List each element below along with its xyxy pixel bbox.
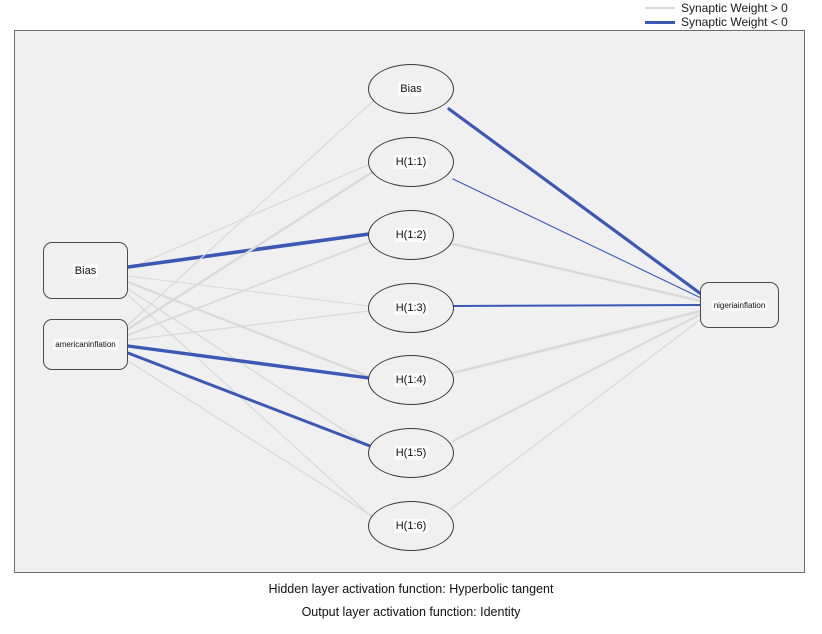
- synaptic-edges-layer: [126, 100, 703, 519]
- hidden-node-h6: H(1:6): [368, 501, 454, 551]
- synaptic-edge: [127, 100, 374, 326]
- synaptic-edge: [127, 294, 374, 519]
- synaptic-edge: [453, 304, 702, 307]
- legend-item-negative: Synaptic Weight < 0: [645, 15, 820, 29]
- negative-weight-line-icon: [645, 20, 675, 24]
- synaptic-edge: [126, 344, 371, 380]
- node-label: H(1:1): [393, 155, 429, 169]
- legend-label-negative: Synaptic Weight < 0: [681, 14, 788, 29]
- legend-item-positive: Synaptic Weight > 0: [645, 1, 820, 15]
- hidden-node-h-bias: Bias: [368, 64, 454, 114]
- output-activation-text: Output layer activation function: Identi…: [301, 605, 521, 619]
- output-node-out: nigeriainflation: [700, 282, 779, 328]
- synaptic-edge: [450, 318, 702, 510]
- input-node-in-american: americaninflation: [43, 319, 128, 370]
- synaptic-edge: [451, 242, 703, 303]
- node-label: Bias: [398, 82, 424, 96]
- synaptic-edge: [126, 351, 372, 448]
- synaptic-edge: [127, 310, 370, 341]
- hidden-node-h4: H(1:4): [368, 355, 454, 405]
- synaptic-edge: [126, 280, 372, 379]
- node-label: americaninflation: [53, 339, 118, 350]
- node-label: Bias: [72, 263, 99, 278]
- hidden-node-h5: H(1:5): [368, 428, 454, 478]
- synaptic-edge: [127, 288, 372, 449]
- node-label: H(1:6): [393, 519, 429, 533]
- synaptic-edge: [127, 360, 373, 517]
- synaptic-edge: [127, 275, 370, 307]
- input-node-in-bias: Bias: [43, 242, 128, 299]
- node-label: H(1:3): [393, 301, 429, 315]
- node-label: H(1:2): [393, 228, 429, 242]
- hidden-node-h1: H(1:1): [368, 137, 454, 187]
- hidden-activation-text: Hidden layer activation function: Hyperb…: [268, 582, 554, 596]
- synaptic-edge: [452, 178, 702, 299]
- node-label: H(1:4): [393, 373, 429, 387]
- node-label: H(1:5): [393, 446, 429, 460]
- hidden-node-h2: H(1:2): [368, 210, 454, 260]
- hidden-node-h3: H(1:3): [368, 283, 454, 333]
- legend-label-positive: Synaptic Weight > 0: [681, 0, 788, 15]
- footer: Hidden layer activation function: Hyperb…: [0, 578, 822, 624]
- synaptic-edge: [451, 309, 703, 375]
- synaptic-edge: [451, 312, 703, 443]
- synaptic-edge: [126, 171, 373, 331]
- node-label: nigeriainflation: [711, 299, 768, 311]
- synaptic-edge: [127, 163, 371, 270]
- synaptic-edge: [447, 107, 703, 296]
- positive-weight-line-icon: [645, 7, 675, 9]
- synaptic-edge: [127, 241, 371, 336]
- legend: Synaptic Weight > 0 Synaptic Weight < 0: [645, 1, 820, 29]
